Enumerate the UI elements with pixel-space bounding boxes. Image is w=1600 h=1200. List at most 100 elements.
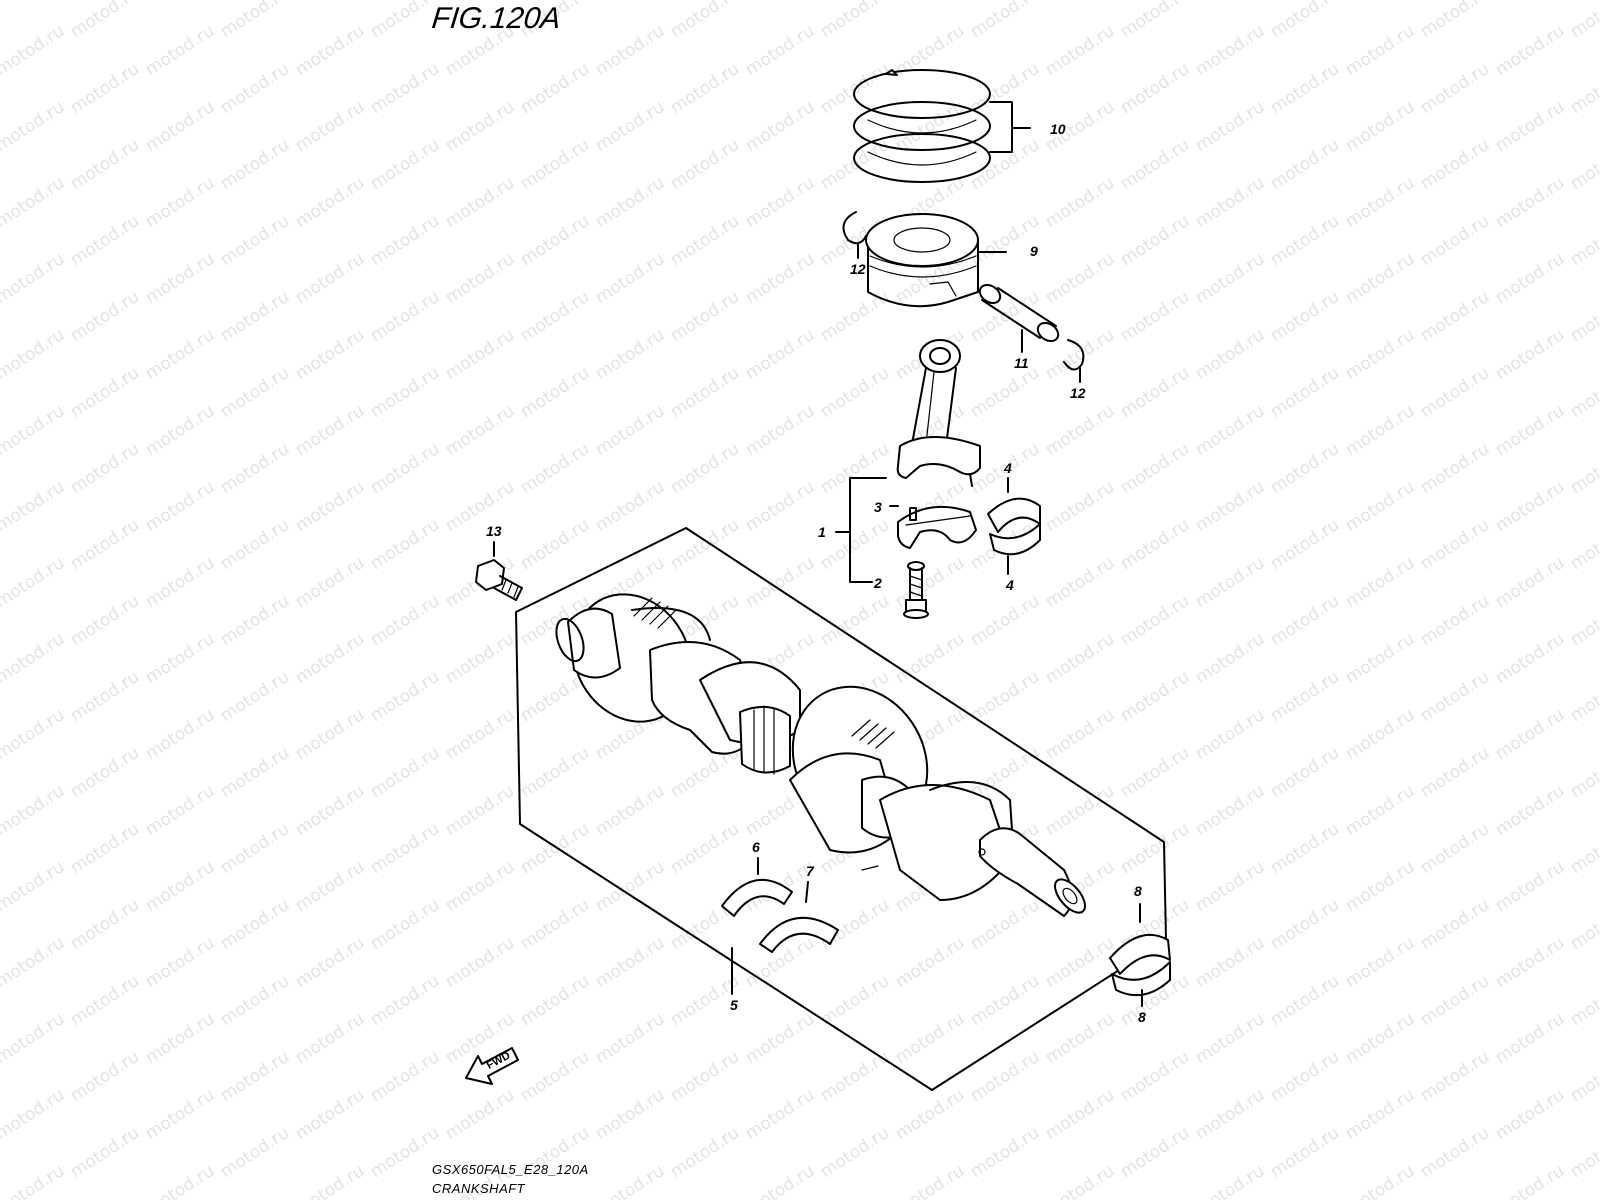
watermark-text: motod.ru	[1192, 1161, 1268, 1200]
watermark-text: motod.ru	[592, 477, 668, 536]
watermark-text: motod.ru	[1417, 59, 1493, 118]
watermark-text: motod.ru	[967, 591, 1043, 650]
watermark-text: motod.ru	[1492, 629, 1568, 688]
watermark-text: motod.ru	[442, 705, 518, 764]
watermark-text: motod.ru	[1492, 173, 1568, 232]
watermark-text: motod.ru	[0, 857, 68, 916]
watermark-text: motod.ru	[292, 553, 368, 612]
watermark-text: motod.ru	[1042, 705, 1118, 764]
watermark-text: motod.ru	[1192, 553, 1268, 612]
watermark-text: motod.ru	[1492, 553, 1568, 612]
watermark-text: motod.ru	[292, 325, 368, 384]
watermark-text: motod.ru	[1117, 667, 1193, 726]
watermark-text: motod.ru	[592, 401, 668, 460]
watermark-text: motod.ru	[142, 629, 218, 688]
callout-1: 1	[818, 524, 826, 540]
watermark-text: motod.ru	[1117, 743, 1193, 802]
watermark-text: motod.ru	[1117, 439, 1193, 498]
watermark-text: motod.ru	[442, 477, 518, 536]
watermark-text: motod.ru	[742, 173, 818, 232]
watermark-text: motod.ru	[1042, 173, 1118, 232]
watermark-text: motod.ru	[67, 1047, 143, 1106]
watermark-text: motod.ru	[442, 857, 518, 916]
watermark-text: motod.ru	[1117, 0, 1193, 42]
watermark-text: motod.ru	[292, 21, 368, 80]
watermark-text: motod.ru	[217, 895, 293, 954]
watermark-text: motod.ru	[1492, 477, 1568, 536]
watermark-text: motod.ru	[1042, 781, 1118, 840]
watermark-text: motod.ru	[1267, 287, 1343, 346]
watermark-text: motod.ru	[217, 1047, 293, 1106]
watermark-text: motod.ru	[1267, 667, 1343, 726]
watermark-text: motod.ru	[742, 21, 818, 80]
watermark-text: motod.ru	[1417, 287, 1493, 346]
watermark-text: motod.ru	[1417, 895, 1493, 954]
watermark-text: motod.ru	[1192, 173, 1268, 232]
callout-4-bottom: 4	[1005, 577, 1014, 593]
watermark-text: motod.ru	[1342, 0, 1418, 4]
watermark-text: motod.ru	[817, 135, 893, 194]
watermark-text: motod.ru	[292, 97, 368, 156]
watermark-text: motod.ru	[142, 705, 218, 764]
watermark-text: motod.ru	[667, 515, 743, 574]
watermark-text: motod.ru	[1192, 21, 1268, 80]
watermark-text: motod.ru	[0, 21, 68, 80]
watermark-text: motod.ru	[517, 59, 593, 118]
watermark-text: motod.ru	[142, 781, 218, 840]
watermark-text: motod.ru	[367, 59, 443, 118]
watermark-text: motod.ru	[892, 629, 968, 688]
watermark-text: motod.ru	[967, 667, 1043, 726]
watermark-text: motod.ru	[1417, 211, 1493, 270]
watermark-text: motod.ru	[67, 439, 143, 498]
watermark-text: motod.ru	[1267, 135, 1343, 194]
watermark-text: motod.ru	[667, 59, 743, 118]
circlip-left	[842, 211, 867, 259]
watermark-text: motod.ru	[0, 401, 68, 460]
watermark-text: motod.ru	[817, 1047, 893, 1106]
watermark-text: motod.ru	[442, 249, 518, 308]
watermark-text: motod.ru	[0, 629, 68, 688]
watermark-text: motod.ru	[1342, 173, 1418, 232]
watermark-text: motod.ru	[742, 249, 818, 308]
callout-6: 6	[752, 839, 760, 855]
watermark-text: motod.ru	[217, 591, 293, 650]
watermark-text: motod.ru	[1492, 401, 1568, 460]
callout-8-bottom: 8	[1138, 1009, 1146, 1025]
watermark-text: motod.ru	[1192, 781, 1268, 840]
watermark-text: motod.ru	[1192, 325, 1268, 384]
watermark-text: motod.ru	[1117, 211, 1193, 270]
watermark-text: motod.ru	[367, 1047, 443, 1106]
watermark-text: motod.ru	[1567, 591, 1600, 650]
watermark-text: motod.ru	[967, 895, 1043, 954]
watermark-text: motod.ru	[0, 477, 68, 536]
watermark-text: motod.ru	[1567, 211, 1600, 270]
watermark-text: motod.ru	[967, 971, 1043, 1030]
watermark-text: motod.ru	[1042, 477, 1118, 536]
watermark-text: motod.ru	[592, 97, 668, 156]
watermark-text: motod.ru	[217, 59, 293, 118]
watermark-text: motod.ru	[0, 933, 68, 992]
callout-5: 5	[730, 997, 738, 1013]
watermark-text: motod.ru	[0, 173, 68, 232]
watermark-text: motod.ru	[1042, 21, 1118, 80]
watermark-text: motod.ru	[442, 173, 518, 232]
crankshaft	[555, 593, 1086, 917]
watermark-text: motod.ru	[217, 515, 293, 574]
watermark-text: motod.ru	[517, 135, 593, 194]
watermark-text: motod.ru	[1492, 1085, 1568, 1144]
watermark-text: motod.ru	[667, 363, 743, 422]
watermark-text: motod.ru	[367, 591, 443, 650]
watermark-text: motod.ru	[817, 971, 893, 1030]
watermark-text: motod.ru	[367, 971, 443, 1030]
watermark-text: motod.ru	[1492, 781, 1568, 840]
watermark-text: motod.ru	[292, 705, 368, 764]
watermark-text: motod.ru	[142, 553, 218, 612]
main-bearing	[1109, 903, 1171, 1007]
watermark-text: motod.ru	[1192, 1009, 1268, 1068]
watermark-text: motod.ru	[1267, 1047, 1343, 1106]
watermark-text: motod.ru	[517, 1047, 593, 1106]
watermark-text: motod.ru	[1042, 0, 1118, 4]
watermark-text: motod.ru	[142, 401, 218, 460]
watermark-text: motod.ru	[667, 1123, 743, 1182]
